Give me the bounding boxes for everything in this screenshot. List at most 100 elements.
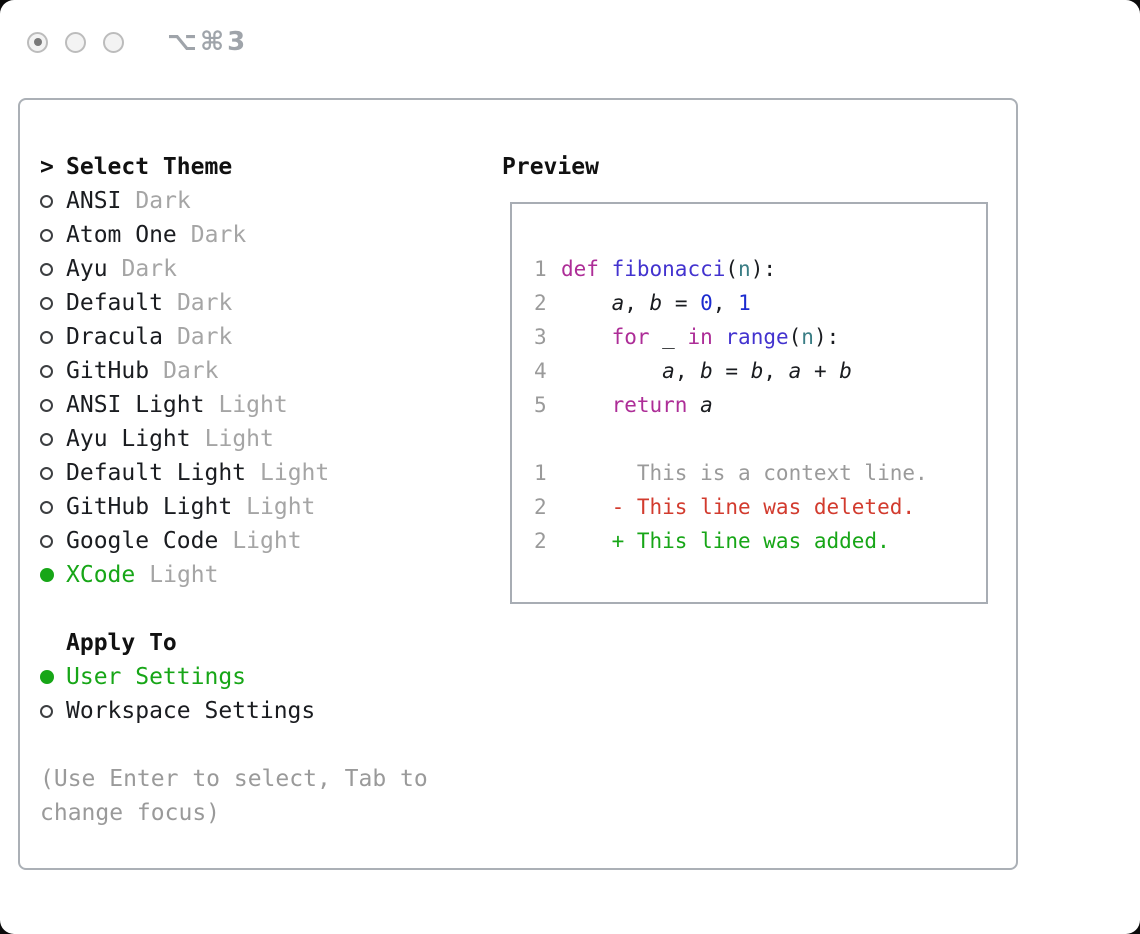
code-token: b [649, 291, 663, 315]
code-token: n [801, 325, 814, 349]
code-line: 2 a, b = 0, 1 [534, 286, 986, 320]
theme-variant-label: Light [232, 528, 302, 554]
radio-circle [40, 466, 53, 480]
code-token: a [662, 359, 675, 383]
theme-name: ANSI [66, 188, 122, 214]
apply-to-title: Apply To [66, 630, 177, 656]
theme-name: GitHub [66, 358, 150, 384]
code-token: a [788, 359, 802, 383]
apply-option-label: Workspace Settings [66, 698, 316, 724]
radio-selected-icon [40, 670, 66, 684]
radio-icon [40, 228, 66, 242]
theme-variant-label: Light [204, 426, 274, 452]
radio-circle [40, 670, 54, 684]
apply-option-user-settings[interactable]: User Settings [40, 660, 502, 694]
line-number: 2 [534, 495, 547, 519]
code-token: return [611, 393, 688, 417]
theme-option-github-light[interactable]: GitHub Light Light [40, 490, 502, 524]
radio-circle [40, 330, 53, 344]
theme-name: GitHub Light [66, 494, 233, 520]
theme-variant-label: Light [149, 562, 219, 588]
radio-icon [40, 364, 66, 378]
radio-icon [40, 296, 66, 310]
blank-line [534, 422, 986, 456]
apply-to-header: Apply To [40, 626, 502, 660]
code-line: 5 return a [534, 388, 986, 422]
line-number: 2 [534, 529, 547, 553]
theme-option-github[interactable]: GitHub Dark [40, 354, 502, 388]
spacer [40, 592, 502, 626]
line-number: 3 [534, 325, 547, 349]
code-token: = [662, 291, 701, 315]
line-number: 5 [534, 393, 547, 417]
theme-name: Google Code [66, 528, 219, 554]
code-token [561, 325, 612, 349]
apply-option-workspace-settings[interactable]: Workspace Settings [40, 694, 502, 728]
code-token: def [561, 257, 599, 281]
code-token: + [801, 359, 840, 383]
code-token: , [763, 359, 789, 383]
code-token: for [611, 325, 650, 349]
radio-circle [40, 296, 53, 310]
radio-circle [40, 398, 53, 412]
window-minimize-button[interactable] [65, 31, 86, 53]
code-token: ( [788, 325, 802, 349]
theme-name: Ayu Light [66, 426, 191, 452]
line-number: 1 [534, 257, 547, 281]
theme-option-ayu-light[interactable]: Ayu Light Light [40, 422, 502, 456]
theme-variant-label: Dark [163, 358, 219, 384]
theme-variant-label: Dark [190, 222, 247, 248]
code-token: b [839, 359, 852, 383]
code-token: fibonacci [611, 257, 726, 281]
select-theme-header: > Select Theme [40, 150, 502, 184]
radio-icon [40, 432, 66, 446]
radio-icon [40, 262, 66, 276]
line-number: 4 [534, 359, 547, 383]
code-token [713, 325, 726, 349]
code-token: range [725, 325, 789, 349]
window-zoom-button[interactable] [103, 31, 124, 53]
code-token: = [712, 359, 751, 383]
theme-option-google-code[interactable]: Google Code Light [40, 524, 502, 558]
code-token [561, 393, 612, 417]
diff-text: + This line was added. [561, 529, 890, 553]
theme-variant-label: Light [246, 494, 316, 520]
radio-circle [40, 262, 53, 276]
code-token: 1 [738, 291, 751, 315]
theme-name: Default [66, 290, 163, 316]
code-token: b [700, 359, 713, 383]
radio-icon [40, 704, 66, 718]
theme-name: Dracula [66, 324, 163, 350]
line-number: 1 [534, 461, 547, 485]
window-close-button[interactable] [27, 31, 48, 53]
code-line: 4 a, b = b, a + b [534, 354, 986, 388]
radio-icon [40, 330, 66, 344]
diff-text: - This line was deleted. [561, 495, 916, 519]
code-token: 0 [700, 291, 713, 315]
radio-icon [40, 194, 66, 208]
usage-hint: (Use Enter to select, Tab to change focu… [40, 766, 428, 826]
code-token: b [750, 359, 764, 383]
code-token: n [738, 257, 751, 281]
code-token [561, 291, 612, 315]
diff-line-context: 1 This is a context line. [534, 456, 986, 490]
diff-sample: 1 This is a context line. 2 - This line w… [534, 456, 986, 558]
radio-circle [40, 704, 53, 718]
radio-icon [40, 398, 66, 412]
